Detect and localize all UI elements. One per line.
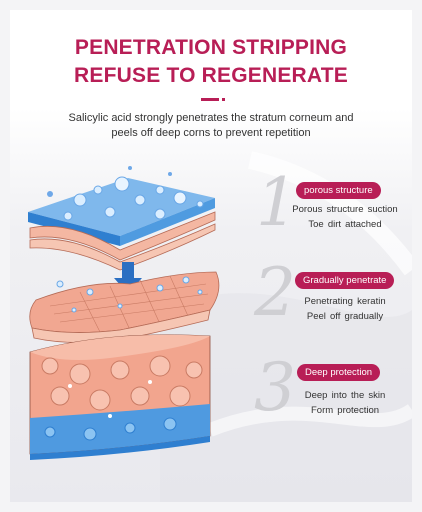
step-1-line1: Porous structure suction — [292, 204, 398, 215]
step-description-2: Penetrating keratin Peel off gradually — [280, 294, 410, 324]
subtitle-line2: peels off deep corns to prevent repetiti… — [111, 127, 311, 139]
top-layer — [28, 166, 216, 271]
title-divider-dot — [222, 98, 225, 101]
page-title-line2: REFUSE TO REGENERATE — [74, 64, 348, 87]
background-swoosh — [160, 151, 412, 502]
step-number-3: 3 — [254, 349, 296, 426]
step-description-1: Porous structure suction Toe dirt attach… — [280, 202, 410, 232]
step-number-1: 1 — [256, 164, 298, 241]
product-infographic: PENETRATION STRIPPING REFUSE TO REGENERA… — [10, 10, 412, 502]
title-divider — [201, 98, 219, 101]
page-title-line1: PENETRATION STRIPPING — [74, 36, 348, 59]
step-1-line2: Toe dirt attached — [308, 219, 382, 230]
step-description-3: Deep into the skin Form protection — [280, 388, 410, 418]
step-badge-3: Deep protection — [297, 364, 381, 381]
step-badge-2: Gradually penetrate — [295, 272, 395, 289]
skin-layers-illustration — [28, 166, 220, 460]
subtitle-line1: Salicylic acid strongly penetrates the s… — [68, 112, 354, 124]
step-2-line1: Penetrating keratin — [304, 296, 386, 307]
middle-layer — [29, 271, 220, 343]
step-2-line2: Peel off gradually — [306, 311, 384, 322]
step-3-line2: Form protection — [310, 405, 380, 416]
step-3-line1: Deep into the skin — [304, 390, 386, 401]
step-badge-1: porous structure — [296, 182, 381, 199]
step-number-2: 2 — [254, 254, 296, 331]
deep-layer-block — [29, 334, 211, 460]
